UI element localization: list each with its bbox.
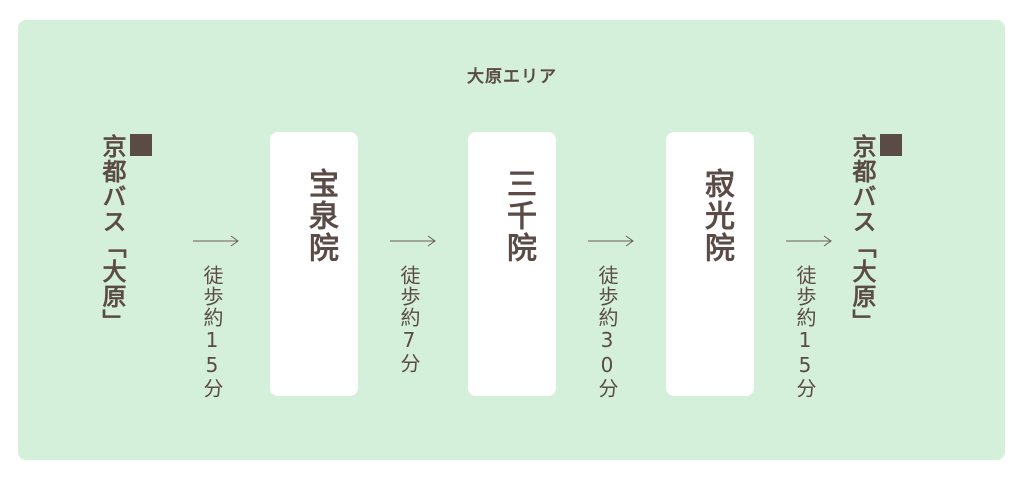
end-label: 京都バス「大原」 (848, 134, 876, 334)
stop-label: 宝泉院 (303, 168, 338, 264)
walk-time-3: 徒歩約30分 (595, 265, 619, 399)
arrow-icon (390, 235, 436, 247)
square-marker-icon (880, 134, 902, 156)
arrow-icon (588, 235, 634, 247)
walk-time-2: 徒歩約7分 (397, 265, 421, 374)
stop-box-hosenin: 宝泉院 (270, 132, 358, 396)
stop-box-sanzenin: 三千院 (468, 132, 556, 396)
walk-time-1: 徒歩約15分 (200, 265, 224, 399)
walk-time-4: 徒歩約15分 (793, 265, 817, 399)
start-bus-stop: 京都バス「大原」 (98, 134, 152, 334)
square-marker-icon (130, 134, 152, 156)
stop-box-jakkoin: 寂光院 (666, 132, 754, 396)
arrow-icon (786, 235, 832, 247)
start-label: 京都バス「大原」 (98, 134, 126, 334)
end-bus-stop: 京都バス「大原」 (848, 134, 902, 334)
arrow-icon (193, 235, 239, 247)
area-title: 大原エリア (467, 67, 557, 87)
stop-label: 三千院 (501, 168, 536, 264)
stop-label: 寂光院 (699, 168, 734, 264)
